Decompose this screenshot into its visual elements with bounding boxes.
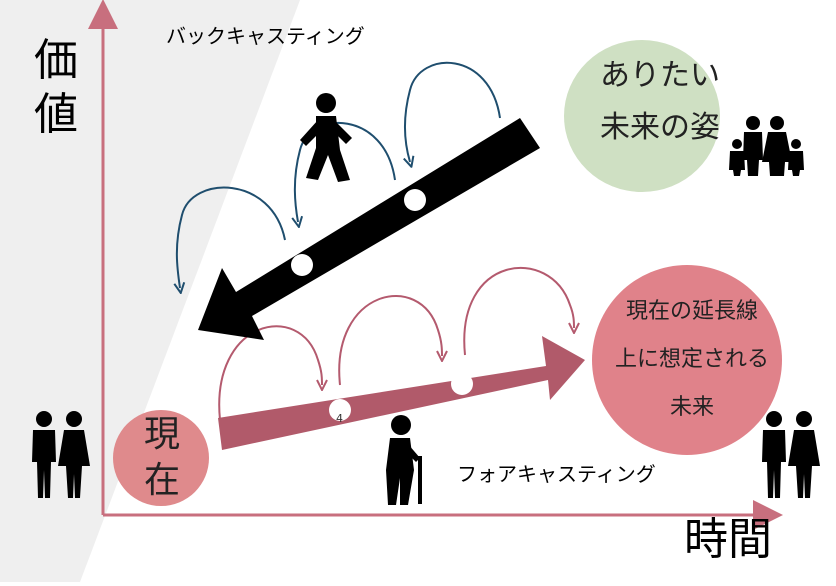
present-circle [113,410,209,506]
present-text: 現 在 [118,412,206,504]
couple-icon-right [762,411,820,498]
present-line: 現 [143,414,180,455]
step-marker-text: 4 [336,412,343,425]
backcasting-arrow-body [198,118,540,340]
ideal-future-line: ありたい [600,58,720,93]
extension-future-line: 上に想定される [614,347,769,372]
forecasting-label: フォアキャスティング [457,462,656,486]
fore-arc [338,294,442,386]
backcasting-step-dot [291,254,313,276]
walking-person-icon [300,93,352,182]
y-axis-title: 価 値 [34,35,78,140]
family-icon [729,116,804,176]
back-arc [177,186,286,288]
backcasting-arrow [198,118,540,340]
ideal-future-circle [564,40,720,192]
forecasting-step-dot [329,399,351,421]
extension-future-circle [592,265,782,455]
forecasting-step-dot [451,373,473,395]
backcasting-step-dot [404,189,426,211]
ideal-future-text: ありたい 未来の姿 [560,50,760,154]
forecasting-arcs [218,266,574,421]
elderly-person-icon [386,415,422,505]
ideal-future-line: 未来の姿 [600,110,720,145]
present-line: 在 [143,460,180,501]
x-axis-title: 時間 [684,514,772,565]
backcasting-label: バックキャスティング [166,24,365,48]
fore-arc [218,325,322,421]
back-arc [405,61,501,162]
extension-future-line: 現在の延長線 [625,299,758,324]
extension-future-line: 未来 [669,395,714,420]
extension-future-text: 現在の延長線 上に想定される 未来 [592,288,792,432]
couple-icon-left [32,411,90,498]
forecasting-arrow-body [218,336,585,450]
forecasting-arrow [218,336,585,450]
fore-arc [463,266,574,356]
